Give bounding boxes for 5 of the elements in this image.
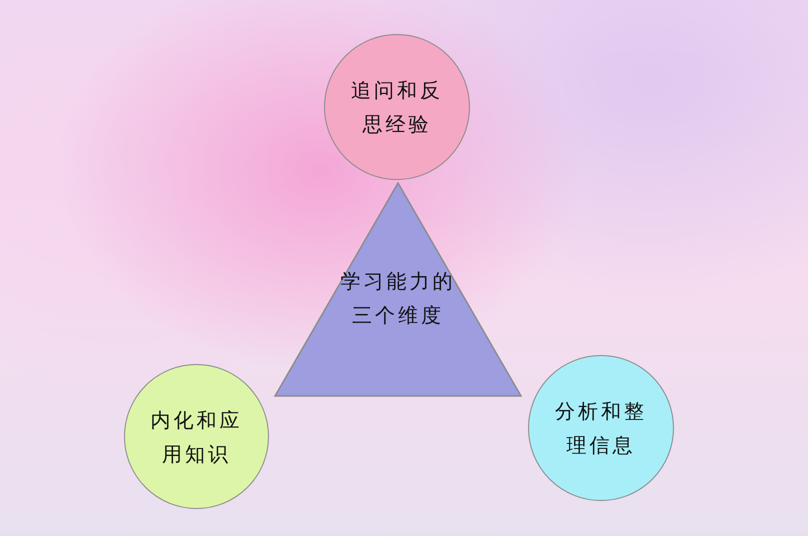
node-label: 分析和整理信息 bbox=[554, 398, 648, 459]
node-label: 内化和应用知识 bbox=[150, 406, 244, 468]
node-label: 追问和反思经验 bbox=[350, 77, 444, 138]
triangle-node bbox=[274, 182, 522, 397]
node-label: 学习能力的三个维度 bbox=[340, 268, 456, 329]
